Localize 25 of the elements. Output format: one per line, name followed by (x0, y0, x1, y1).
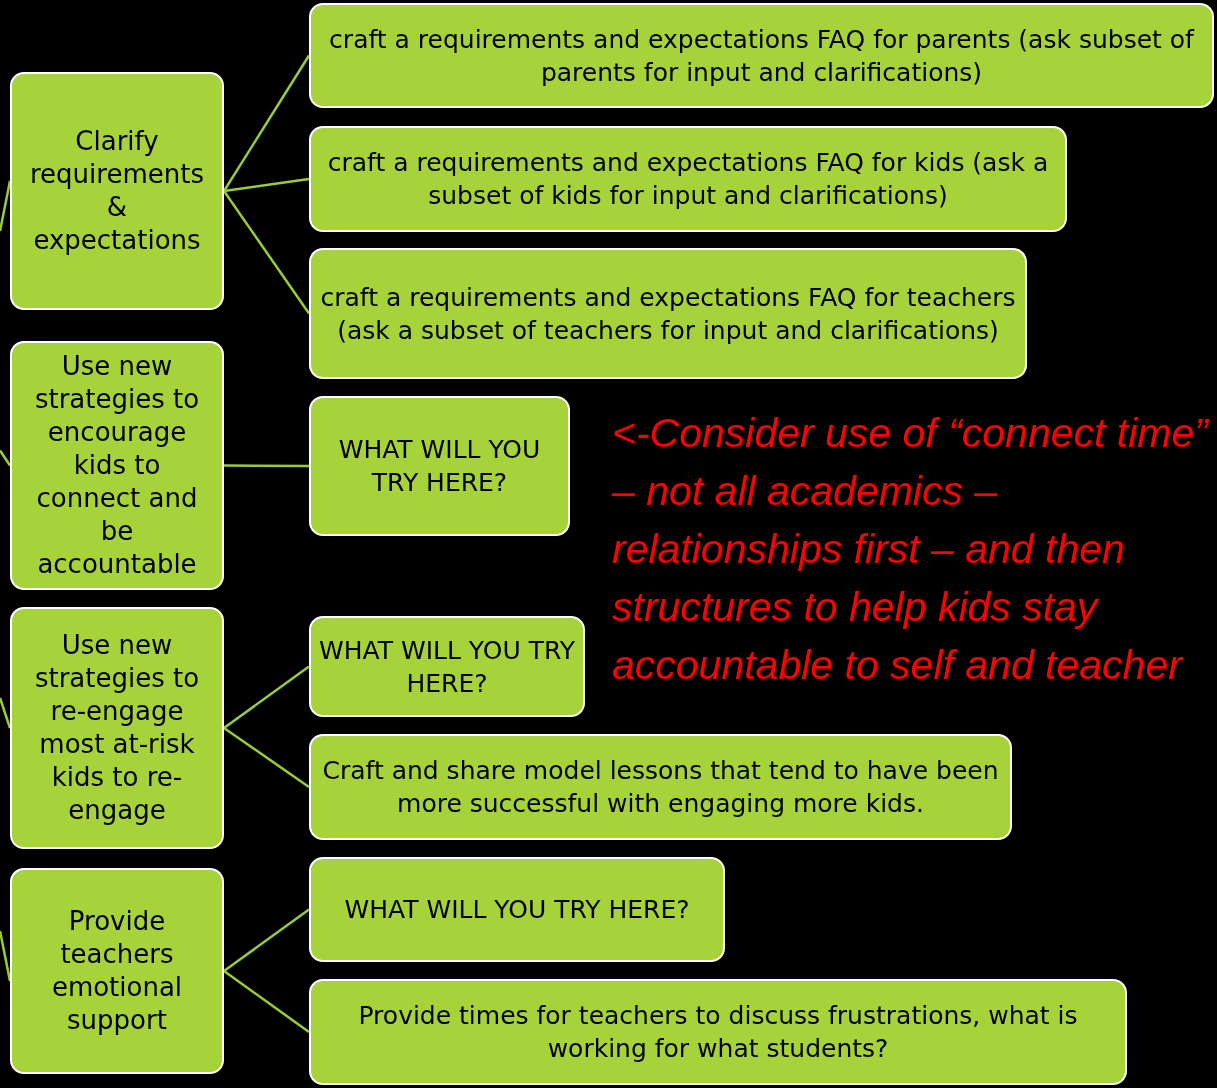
action-box: Provide times for teachers to discuss frustrations, what is working for what students? (309, 979, 1127, 1085)
action-box: WHAT WILL YOU TRY HERE? (309, 857, 725, 962)
category-box: Clarify requirements & expectations (10, 72, 224, 310)
connector-line (222, 190, 311, 315)
connector-line (0, 449, 12, 467)
category-box: Use new strategies to encourage kids to connect and be accountable (10, 341, 224, 590)
connector-line (224, 464, 309, 468)
action-box: WHAT WILL YOU TRY HERE? (309, 396, 570, 536)
connector-line (223, 665, 310, 729)
action-box: craft a requirements and expectations FAQ for kids (ask a subset of kids for input and clarifications) (309, 126, 1067, 232)
connector-line (0, 697, 12, 729)
connector-line (0, 930, 12, 982)
action-box: craft a requirements and expectations FAQ for parents (ask subset of parents for input and clarifications) (309, 3, 1214, 108)
category-box: Use new strategies to re-engage most at-risk kids to re-engage (10, 607, 224, 849)
action-box: WHAT WILL YOU TRY HERE? (309, 616, 585, 717)
action-box: Craft and share model lessons that tend to have been more successful with engaging more kids. (309, 734, 1012, 840)
note-text: <-Consider use of “connect time” – not all academics – relationships first – and then structures to help kids stay accountable to self and teacher (612, 409, 1211, 690)
connector-line (0, 180, 12, 232)
connector-line (223, 970, 310, 1033)
connector-line (222, 54, 311, 192)
category-box: Provide teachers emotional support (10, 868, 224, 1074)
action-box: craft a requirements and expectations FAQ for teachers (ask a subset of teachers for input and clarifications) (309, 248, 1027, 379)
connector-line (223, 177, 310, 193)
connector-line (223, 726, 310, 789)
connector-line (223, 908, 310, 972)
